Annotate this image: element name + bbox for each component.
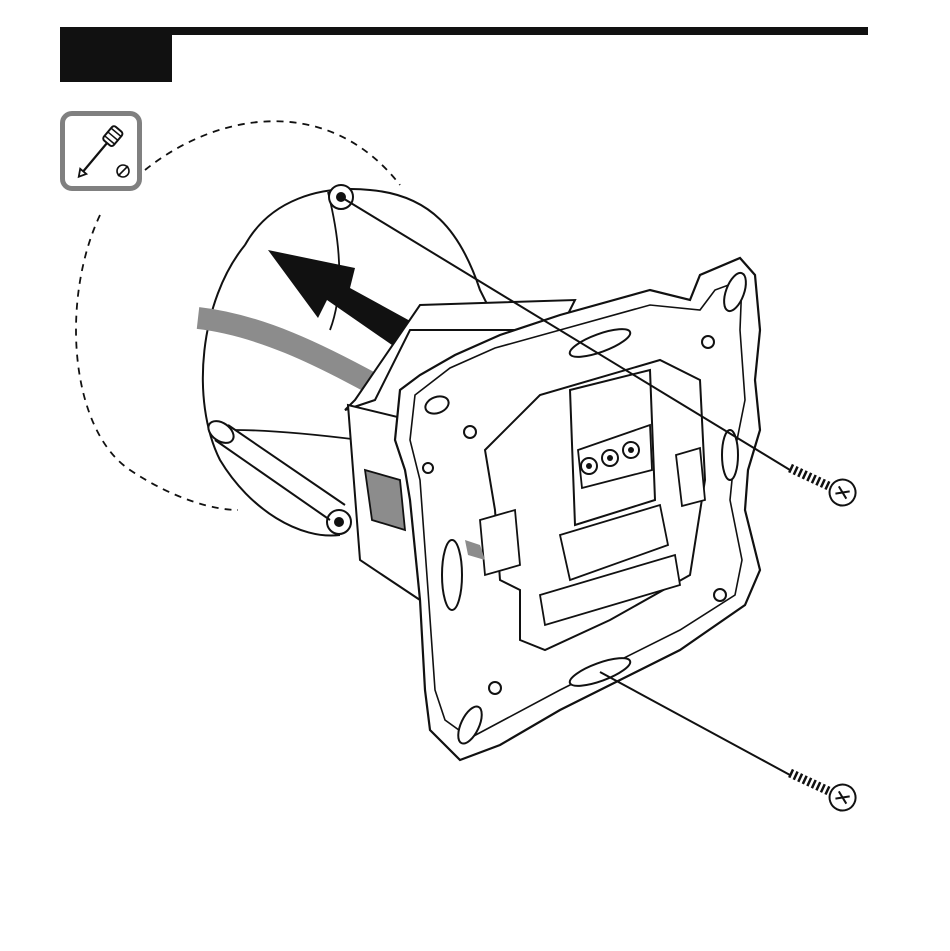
tool-indicator [60, 111, 142, 191]
screw-bottom [785, 761, 860, 815]
step-number-block [60, 34, 172, 82]
socket-module [485, 360, 705, 650]
insert-housing [345, 300, 575, 410]
cable [198, 318, 375, 385]
frame-slot-top [567, 324, 633, 363]
terminal-3 [623, 442, 639, 458]
slotted-screw-icon [117, 165, 129, 177]
wall-box-rim [203, 189, 500, 535]
wall-box-outline [145, 121, 400, 185]
header-rule [60, 27, 868, 35]
screwdriver-icon [65, 116, 137, 186]
mounting-frame [395, 258, 760, 760]
insert-arrow [268, 250, 412, 345]
terminal-2 [602, 450, 618, 466]
screw-guide-bottom [600, 672, 790, 775]
box-screw-hole-top [329, 185, 353, 209]
screw-top [785, 456, 860, 510]
frame-slot-bottom [567, 653, 633, 692]
box-screw-hole-bottom [327, 510, 351, 534]
lower-conduit [215, 425, 345, 520]
terminal-1 [581, 458, 597, 474]
screw-guide-top [341, 197, 790, 470]
